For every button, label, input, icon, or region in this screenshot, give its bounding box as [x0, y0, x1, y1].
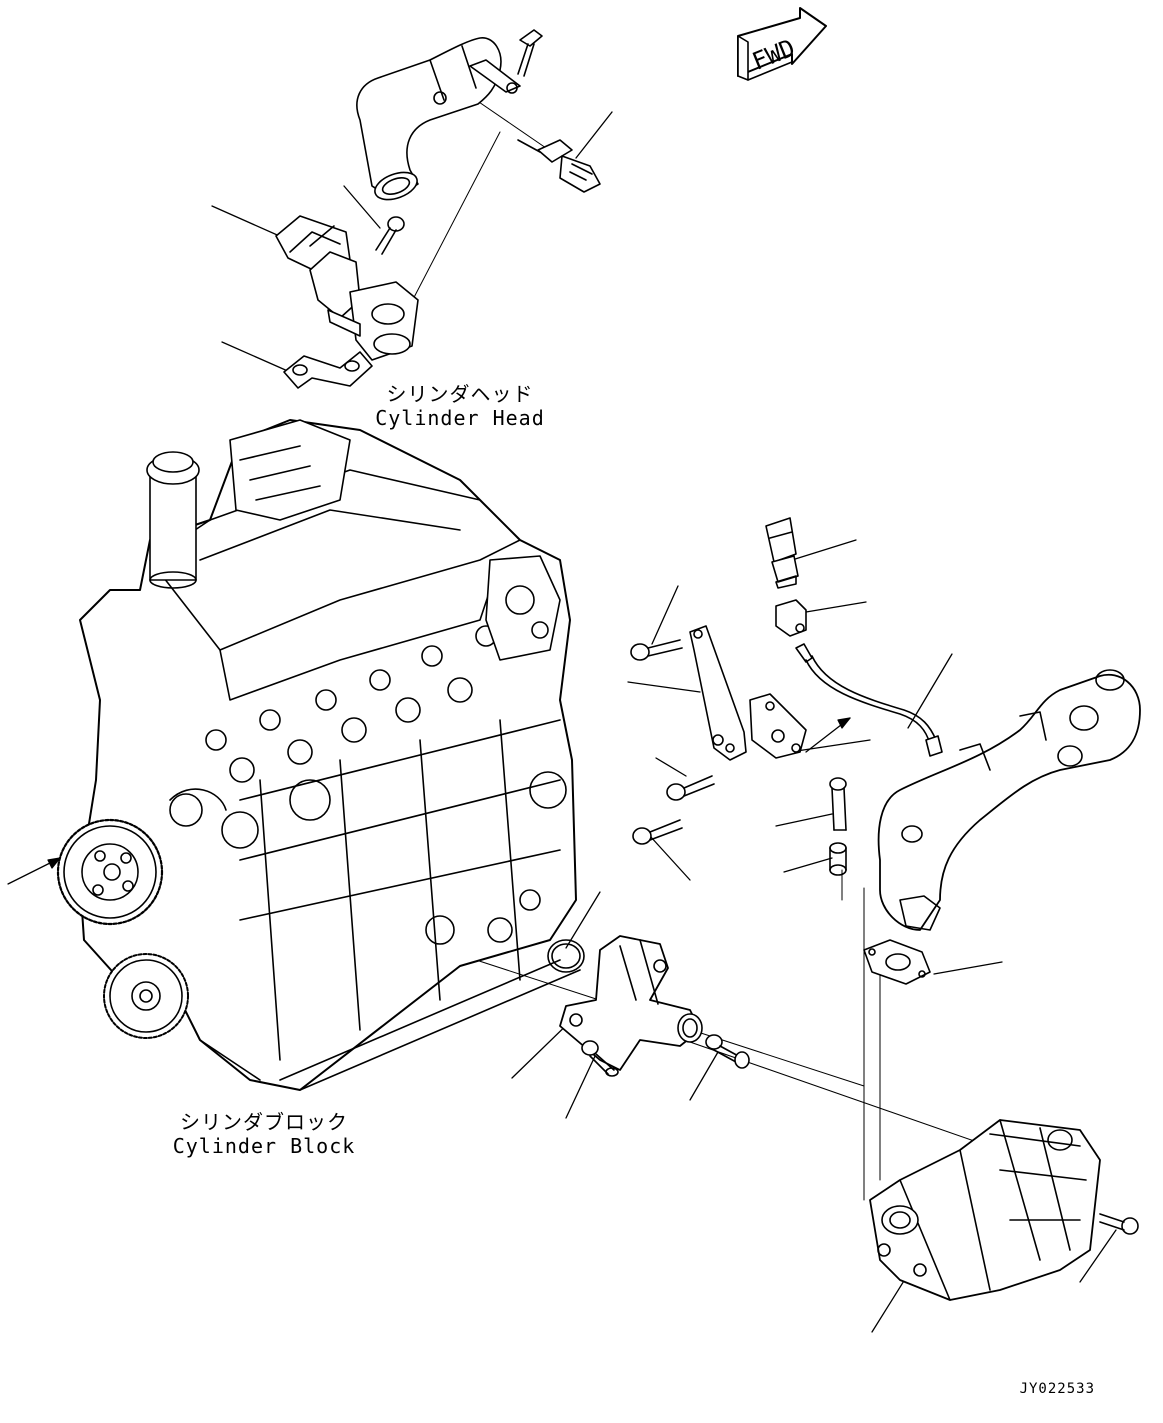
pressure-sensor [765, 517, 799, 589]
temperature-sensor [517, 139, 601, 193]
cylinder-head-label: シリンダヘッド Cylinder Head [370, 382, 550, 430]
bolt-top [517, 29, 543, 77]
o-ring [547, 939, 585, 973]
fwd-arrow-icon: FWD [737, 7, 827, 81]
bolt-egr-cooler [1099, 1213, 1139, 1235]
sensor-adapter [775, 599, 807, 637]
cylinder-block-label: シリンダブロック Cylinder Block [164, 1110, 364, 1158]
thermostat-actuator [275, 215, 419, 361]
cylinder-head-en: Cylinder Head [375, 406, 545, 430]
water-housing [559, 935, 703, 1071]
bolt-upper-left [630, 639, 683, 661]
egr-pipe [877, 669, 1141, 931]
bolt-lower [632, 819, 683, 845]
cylinder-block-jp: シリンダブロック [180, 1110, 348, 1134]
engine-block [79, 419, 581, 1091]
sensor-tube [795, 643, 943, 757]
drawing-code: JY022533 [1019, 1381, 1095, 1397]
gasket-right [863, 939, 931, 985]
bolt-housing-right [705, 1034, 750, 1069]
bolt-actuator [375, 216, 405, 255]
water-outlet-pipe [356, 37, 521, 201]
cylinder-block-en: Cylinder Block [172, 1134, 356, 1158]
cylinder-head-jp: シリンダヘッド [386, 382, 534, 406]
gasket-top [283, 351, 373, 389]
egr-cooler [869, 1119, 1101, 1301]
spacer-collar [829, 842, 847, 876]
bracket [689, 625, 747, 761]
bolt-housing-left [581, 1040, 619, 1077]
bolt-middle [666, 775, 715, 801]
timing-gear [56, 818, 189, 1039]
bracket-plate [749, 693, 807, 759]
stud-bolt [829, 777, 847, 831]
